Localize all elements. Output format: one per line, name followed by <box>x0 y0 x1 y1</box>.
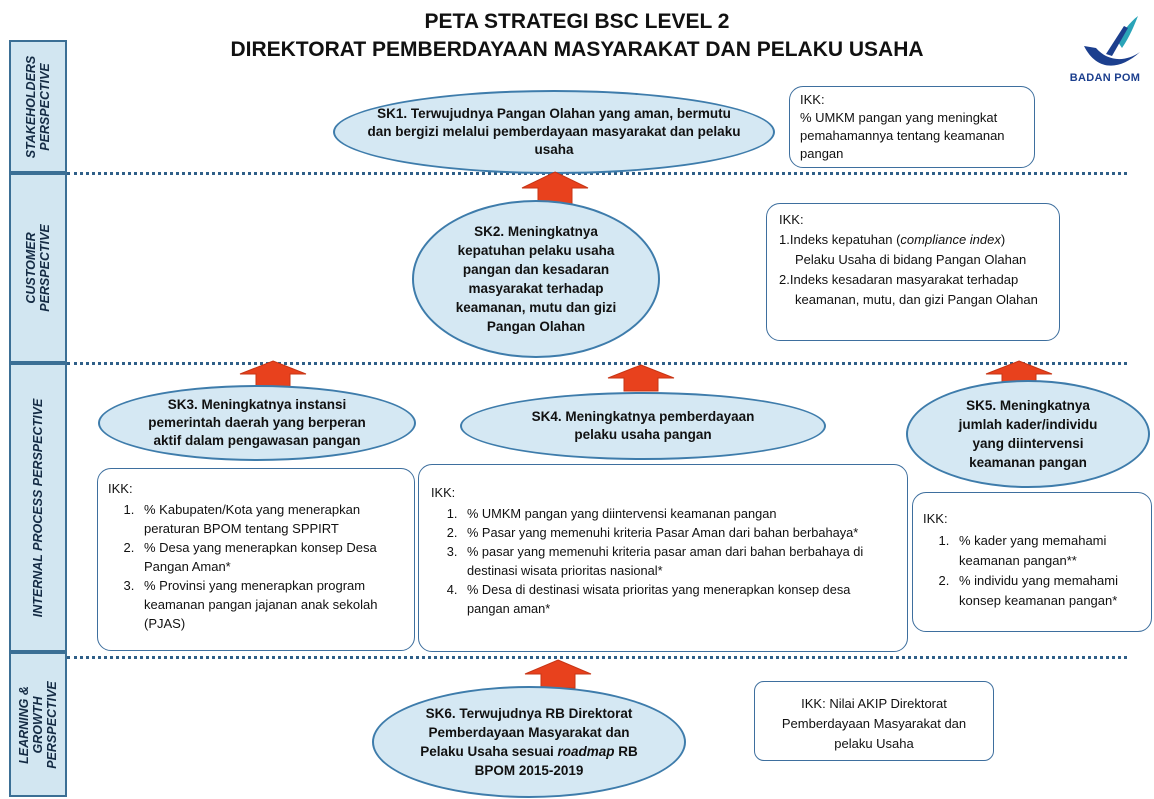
perspective-stakeholders-label: STAKEHOLDERS PERSPECTIVE <box>24 55 52 158</box>
ikk-label: IKK: <box>923 511 948 526</box>
badan-pom-logo-icon <box>1084 16 1140 66</box>
ikk-box-sk6: IKK: Nilai AKIP Direktorat Pemberdayaan … <box>754 681 994 761</box>
perspective-customer-label: CUSTOMER PERSPECTIVE <box>24 224 52 312</box>
perspective-learning-label: LEARNING & GROWTH PERSPECTIVE <box>17 680 59 769</box>
ikk-item: % individu yang memahami konsep keamanan… <box>953 571 1141 611</box>
perspective-internal-process: INTERNAL PROCESS PERSPECTIVE <box>9 363 67 652</box>
ikk-item: % Desa di destinasi wisata prioritas yan… <box>461 580 895 618</box>
ikk-label: IKK: <box>108 481 133 496</box>
ikk-list: % kader yang memahami keamanan pangan** … <box>923 531 1141 611</box>
ikk-item: % Pasar yang memenuhi kriteria Pasar Ama… <box>461 523 895 542</box>
separator-line <box>67 172 1127 175</box>
separator-line <box>67 362 1127 365</box>
ikk-item: % kader yang memahami keamanan pangan** <box>953 531 1141 571</box>
logo-text: BADAN POM <box>1069 72 1141 84</box>
ikk-item: 1.Indeks kepatuhan (compliance index) Pe… <box>779 232 1027 267</box>
diagram-title: PETA STRATEGI BSC LEVEL 2 <box>424 10 730 33</box>
ikk-box-sk2: IKK: 1.Indeks kepatuhan (compliance inde… <box>766 203 1060 341</box>
ikk-item: % Provinsi yang menerapkan program keama… <box>138 576 404 633</box>
ikk-item: % Desa yang menerapkan konsep Desa Panga… <box>138 538 404 576</box>
ikk-label: IKK: <box>779 212 804 227</box>
objective-sk6: SK6. Terwujudnya RB Direktorat Pemberday… <box>372 686 686 798</box>
ikk-box-sk1: IKK: % UMKM pangan yang meningkat pemaha… <box>789 86 1035 168</box>
up-arrow-icon <box>607 364 675 392</box>
perspective-internal-label: INTERNAL PROCESS PERSPECTIVE <box>31 398 45 617</box>
objective-sk3: SK3. Meningkatnya instansi pemerintah da… <box>98 385 416 461</box>
ikk-item: % UMKM pangan yang diintervensi keamanan… <box>461 504 895 523</box>
ikk-label: IKK: <box>431 485 456 500</box>
ikk-item: % UMKM pangan yang meningkat pemahamanny… <box>800 110 1005 161</box>
ikk-item: IKK: Nilai AKIP Direktorat Pemberdayaan … <box>781 696 967 751</box>
ikk-label: IKK: <box>800 92 825 107</box>
objective-sk1: SK1. Terwujudnya Pangan Olahan yang aman… <box>333 90 775 174</box>
perspective-stakeholders: STAKEHOLDERS PERSPECTIVE <box>9 40 67 173</box>
ikk-item: % pasar yang memenuhi kriteria pasar ama… <box>461 542 895 580</box>
diagram-subtitle: DIREKTORAT PEMBERDAYAAN MASYARAKAT DAN P… <box>230 38 924 61</box>
ikk-box-sk4: IKK: % UMKM pangan yang diintervensi kea… <box>418 464 908 652</box>
ikk-item: % Kabupaten/Kota yang menerapkan peratur… <box>138 500 404 538</box>
ikk-box-sk5: IKK: % kader yang memahami keamanan pang… <box>912 492 1152 632</box>
objective-sk2: SK2. Meningkatnya kepatuhan pelaku usaha… <box>412 200 660 358</box>
ikk-item: 2.Indeks kesadaran masyarakat terhadap k… <box>779 272 1038 307</box>
perspective-customer: CUSTOMER PERSPECTIVE <box>9 173 67 363</box>
separator-line <box>67 656 1127 659</box>
ikk-list: % Kabupaten/Kota yang menerapkan peratur… <box>108 500 404 633</box>
ikk-list: % UMKM pangan yang diintervensi keamanan… <box>431 504 895 618</box>
objective-sk5: SK5. Meningkatnya jumlah kader/individu … <box>906 380 1150 488</box>
perspective-learning-growth: LEARNING & GROWTH PERSPECTIVE <box>9 652 67 797</box>
objective-sk4: SK4. Meningkatnya pemberdayaan pelaku us… <box>460 392 826 460</box>
ikk-box-sk3: IKK: % Kabupaten/Kota yang menerapkan pe… <box>97 468 415 651</box>
